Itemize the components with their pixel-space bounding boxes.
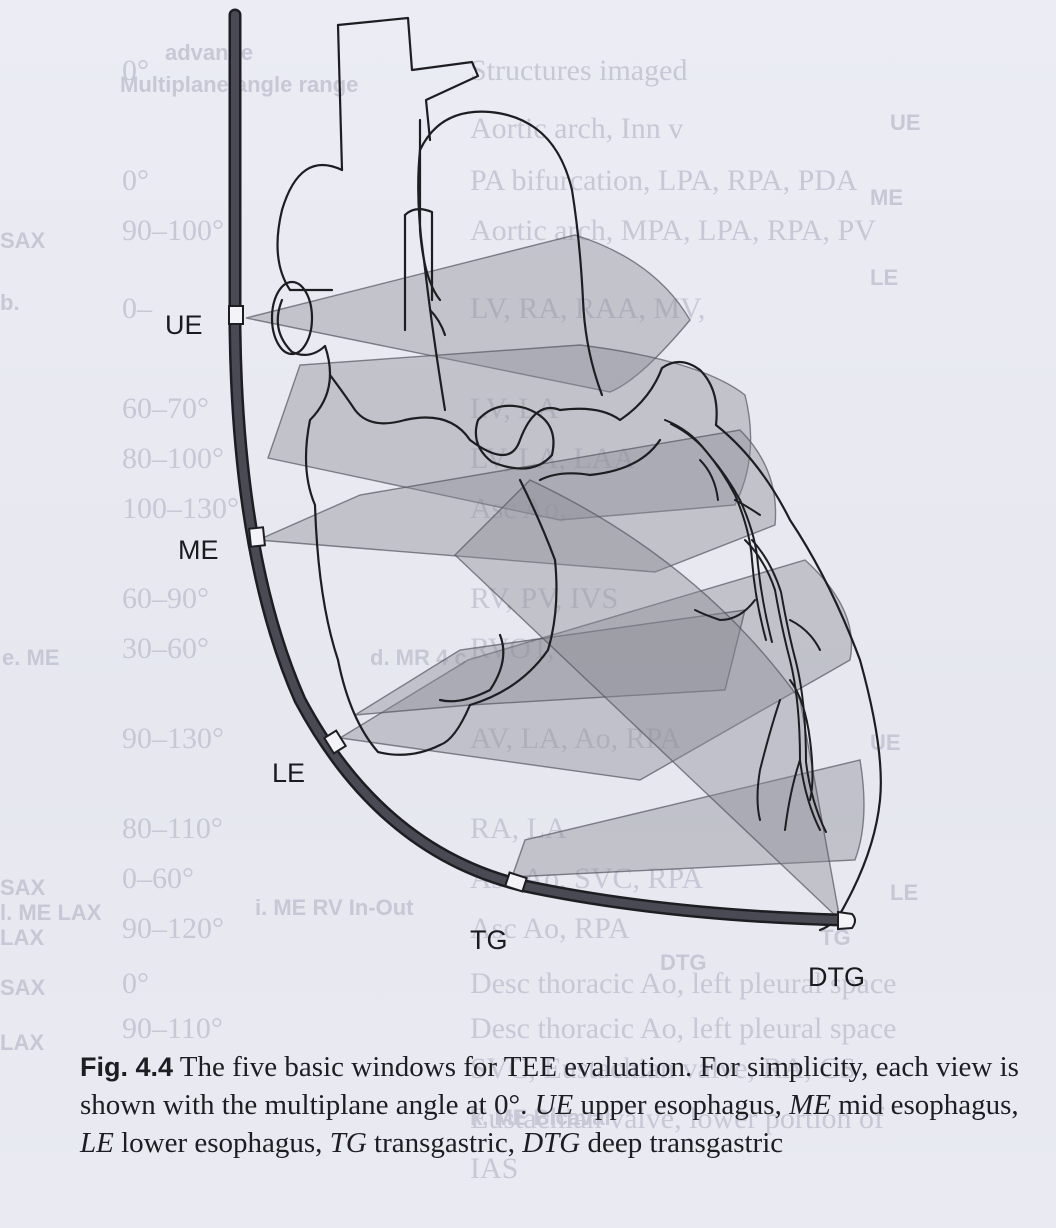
heart-outline xyxy=(270,16,882,932)
coronary-arteries xyxy=(664,419,827,833)
caption-segment: mid esophagus, xyxy=(830,1089,1019,1121)
caption-segment: lower esophagus, xyxy=(113,1127,330,1159)
tee-probe xyxy=(228,8,856,931)
me-transducer-marker xyxy=(247,526,267,548)
dtg-imaging-plane xyxy=(453,479,842,922)
ue-window-label: UE xyxy=(165,310,203,340)
le-transducer-marker xyxy=(322,729,348,755)
ue-transducer-marker xyxy=(228,305,244,325)
tg-transducer-marker xyxy=(504,871,528,893)
figure-caption: Fig. 4.4 The five basic windows for TEE … xyxy=(80,1048,1030,1162)
caption-segment: upper esophagus, xyxy=(573,1089,790,1121)
caption-abbreviation: DTG xyxy=(522,1127,581,1159)
tee-windows-illustration xyxy=(228,8,882,932)
caption-segment: transgastric, xyxy=(366,1127,523,1159)
tg-imaging-plane xyxy=(510,759,865,878)
caption-segment: deep transgastric xyxy=(580,1127,784,1159)
caption-text: The five basic windows for TEE evaluatio… xyxy=(80,1051,1019,1159)
caption-abbreviation: ME xyxy=(789,1089,831,1121)
dtg-window-label: DTG xyxy=(808,962,865,992)
tg-window-label: TG xyxy=(470,925,508,955)
caption-abbreviation: UE xyxy=(534,1089,574,1121)
me-imaging-plane-upper xyxy=(267,344,752,521)
caption-abbreviation: TG xyxy=(329,1127,367,1159)
le-window-label: LE xyxy=(272,758,306,788)
le-imaging-plane-mid xyxy=(354,609,746,716)
ue-imaging-plane xyxy=(245,234,691,393)
figure-number: Fig. 4.4 xyxy=(80,1052,174,1082)
caption-abbreviation: LE xyxy=(80,1127,114,1159)
imaging-planes xyxy=(245,234,865,922)
le-imaging-plane xyxy=(337,559,853,781)
caption-segment: The five basic windows for TEE evaluatio… xyxy=(80,1051,1019,1121)
dtg-transducer-marker xyxy=(837,910,856,931)
me-imaging-plane xyxy=(257,429,777,573)
me-window-label: ME xyxy=(178,535,219,565)
